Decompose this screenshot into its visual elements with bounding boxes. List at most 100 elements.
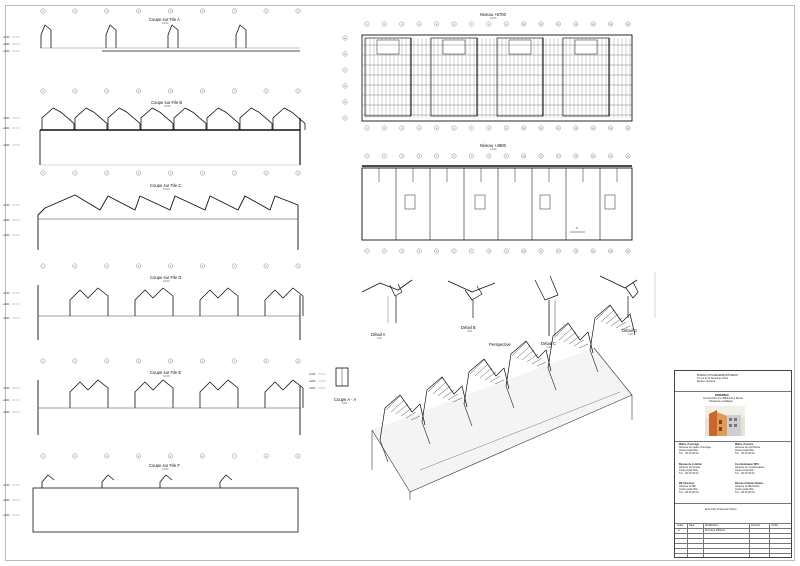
plan-roof-title: Niveau +6700 xyxy=(480,12,506,17)
section-d-grid-label: 8 xyxy=(266,266,268,268)
section-d-grid-label: 5 xyxy=(170,266,172,268)
detail-a-scale: 1/20 xyxy=(377,337,383,340)
section-c-level-label: +4800 xyxy=(3,219,10,222)
plan-roof-row-bubble xyxy=(342,35,348,41)
section-b-title: Coupe sur File B xyxy=(151,100,183,105)
section-a-grid-label: 1 xyxy=(42,11,44,13)
section-f-grid-bubble xyxy=(40,453,46,459)
perspective-shed-3 xyxy=(463,358,510,405)
section-e-grid-bubble xyxy=(40,358,46,364)
plan-roof-row-label: B xyxy=(344,54,346,56)
section-b-shed-3 xyxy=(107,107,141,130)
detail-d-title: Détail D xyxy=(622,328,637,333)
section-b-grid-label: 6 xyxy=(202,91,204,93)
block-6-line-2: Code postal Ville xyxy=(735,488,754,491)
section-d-grid-bubble xyxy=(231,263,237,269)
section-a-shed-4 xyxy=(235,24,247,48)
perspective-rafter xyxy=(437,385,451,397)
section-e-grid-label: 4 xyxy=(138,361,140,363)
section-a-grid-bubble xyxy=(104,8,110,14)
plan-roof-grid-label: 6 xyxy=(453,24,455,26)
plan-roof-bottom-grid-label: 13 xyxy=(575,128,578,130)
section-a-level-label: +4800 xyxy=(3,43,10,46)
section-c-grid-label: 8 xyxy=(266,173,268,175)
plan-ground-grid-label: 2 xyxy=(384,156,386,158)
plan-roof-grid-label: 15 xyxy=(609,24,612,26)
perspective-rafter xyxy=(558,327,573,341)
perspective-rafter xyxy=(432,381,447,395)
plan-ground-bottom-grid-label: 8 xyxy=(488,251,490,253)
plan-ground-bottom-grid-label: 3 xyxy=(401,251,403,253)
plan-roof-bottom-grid-bubble xyxy=(573,125,579,131)
section-b-level-label: +3000 xyxy=(3,144,10,147)
section-e-grid-label: 5 xyxy=(170,361,172,363)
plan-ground-bottom-grid-bubble xyxy=(538,248,544,254)
section-d-grid-bubble xyxy=(200,263,205,269)
plan-roof-bottom-grid-label: 8 xyxy=(488,128,490,130)
perspective-column xyxy=(379,439,389,463)
plan-ground-grid-label: 5 xyxy=(436,156,438,158)
section-e-grid-label: 6 xyxy=(202,361,204,363)
section-b-grid-label: 3 xyxy=(106,91,108,93)
section-f-shed-4 xyxy=(219,474,233,488)
perspective-rafter xyxy=(442,389,455,399)
section-a-scale: 1/100 xyxy=(162,22,169,25)
perspective-rafter xyxy=(489,375,501,383)
detail-d-node xyxy=(625,281,639,299)
project-line-1: Construction d'un Bâtiment à Sheds xyxy=(703,397,743,400)
plan-ground-bottom-grid-bubble xyxy=(486,248,492,254)
section-f-grid-bubble xyxy=(231,453,237,459)
plan-ground-outline xyxy=(361,167,633,241)
plan-ground-stair-2 xyxy=(474,194,486,210)
block-1-line-2: Code postal Ville xyxy=(679,449,698,452)
plan-ground-bottom-grid-bubble xyxy=(382,248,387,254)
perspective-rafter xyxy=(427,377,443,393)
plan-roof-scale: 1/100 xyxy=(490,17,497,20)
section-e-grid-label: 2 xyxy=(74,361,76,363)
section-b-shed-1 xyxy=(41,107,75,130)
perspective-rafter xyxy=(484,371,497,381)
plan-roof-grid-bubble xyxy=(382,21,387,27)
office-line-2: 12 rue de la Structure, Paris xyxy=(697,377,729,380)
block-3-line-3: Tél. : 00 00 00 00 xyxy=(679,472,699,475)
plan-roof-bottom-grid-bubble xyxy=(521,125,526,131)
plan-roof-grid-bubble xyxy=(538,21,544,27)
title-block: BUREAU D'INGÉNIERIE BÂTIMENT 12 rue de l… xyxy=(674,370,792,558)
plan-ground-bottom-grid-label: 4 xyxy=(419,251,421,253)
plan-ground-grid-bubble xyxy=(469,153,474,159)
plan-ground-grid-bubble xyxy=(434,153,439,159)
perspective-rafter xyxy=(573,339,585,347)
perspective-rafter xyxy=(536,361,547,367)
plan-ground-bottom-grid-label: 6 xyxy=(453,251,455,253)
perspective-shed-6 xyxy=(589,304,636,351)
section-c-grid-bubble xyxy=(168,170,173,176)
section-b-grid-label: 5 xyxy=(170,91,172,93)
section-a-level-label: +6700 xyxy=(3,36,10,39)
section-f-grid-label: 6 xyxy=(202,456,204,458)
plan-roof-bottom-grid-bubble xyxy=(625,125,631,131)
plan-ground-grid-label: 11 xyxy=(540,156,543,158)
plan-roof-bottom-grid-bubble xyxy=(608,125,613,131)
section-f-grid-bubble xyxy=(168,453,173,459)
plan-roof-grid-bubble xyxy=(364,21,370,27)
block-5-line-1: Adresse du BE xyxy=(679,485,696,488)
plan-roof-bottom-grid-bubble xyxy=(451,125,457,131)
plan-ground-bottom-grid-label: 5 xyxy=(436,251,438,253)
plan-ground-bottom-grid-label: 11 xyxy=(540,251,543,253)
rev-header-index: Indice xyxy=(677,524,684,527)
plan-ground-bottom-grid-bubble xyxy=(399,248,405,254)
block-1-line-3: Tél. : 00 00 00 00 xyxy=(679,452,699,455)
plan-ground-bottom-grid-label: 15 xyxy=(609,251,612,253)
perspective-title: Perspective xyxy=(489,342,511,347)
perspective-rafter xyxy=(615,321,627,329)
section-a-grid-bubble xyxy=(136,8,142,14)
section-c-grid-label: 1 xyxy=(42,173,44,175)
plan-roof-grid-bubble xyxy=(608,21,613,27)
perspective-column xyxy=(547,367,557,391)
plan-ground-grid-label: 10 xyxy=(522,156,525,158)
perspective-rafter xyxy=(526,353,539,363)
detail-b-roof xyxy=(447,280,496,293)
section-a-grid-label: 7 xyxy=(234,11,236,13)
section-d-grid-label: 9 xyxy=(297,266,299,268)
